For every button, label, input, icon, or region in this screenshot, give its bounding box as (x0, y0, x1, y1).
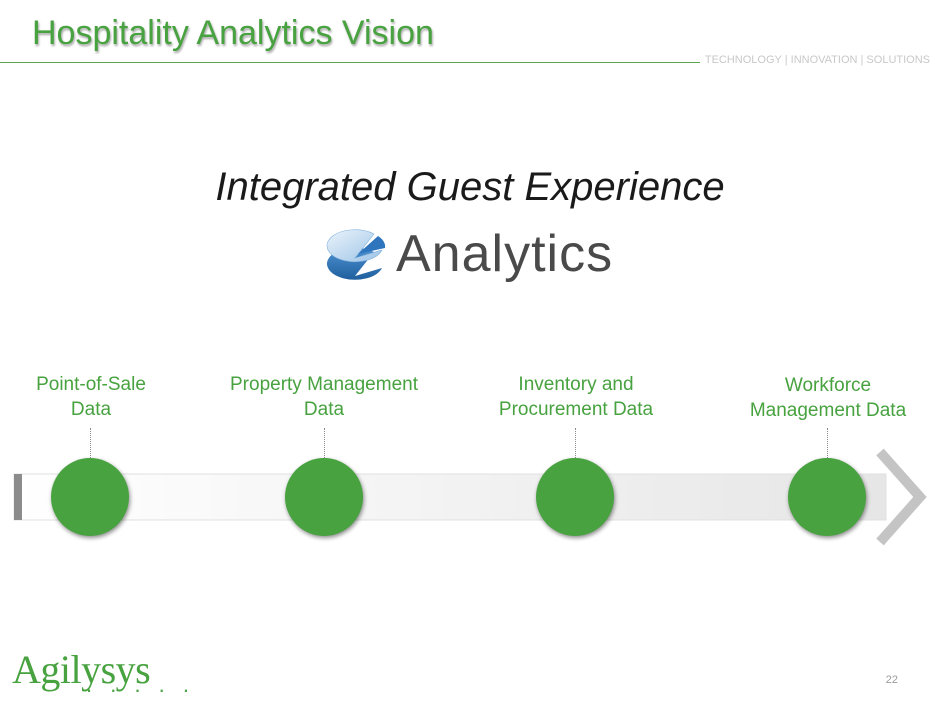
title-divider (0, 62, 700, 63)
analytics-logo: Analytics (322, 225, 622, 292)
source-label-inventory: Inventory and Procurement Data (498, 374, 654, 420)
timeline-arrow (13, 448, 927, 546)
timeline-node-inventory (536, 458, 614, 536)
page-number: 22 (885, 674, 898, 686)
source-label-pms: Property Management Data (230, 374, 418, 420)
arrow-tail (14, 474, 22, 520)
connector-line (827, 428, 828, 458)
timeline-node-pms (285, 458, 363, 536)
brand-logo: Agilysys (12, 647, 151, 692)
slide-title: Hospitality Analytics Vision (32, 14, 434, 52)
subtitle: Integrated Guest Experience (215, 165, 725, 209)
arrow-shaft (13, 473, 887, 521)
tagline: TECHNOLOGY | INNOVATION | SOLUTIONS (704, 54, 930, 66)
analytics-pie-icon (326, 229, 386, 280)
source-label-pos: Point-of-Sale Data (36, 374, 146, 420)
connector-line (90, 428, 91, 458)
timeline-node-workforce (788, 458, 866, 536)
connector-line (575, 428, 576, 458)
timeline-node-pos (51, 458, 129, 536)
brand-dots: . . . . . (86, 672, 196, 697)
source-label-workforce: Workforce Management Data (749, 375, 907, 421)
arrow-head (876, 448, 927, 546)
connector-line (324, 428, 325, 458)
product-name: Analytics (396, 225, 614, 283)
